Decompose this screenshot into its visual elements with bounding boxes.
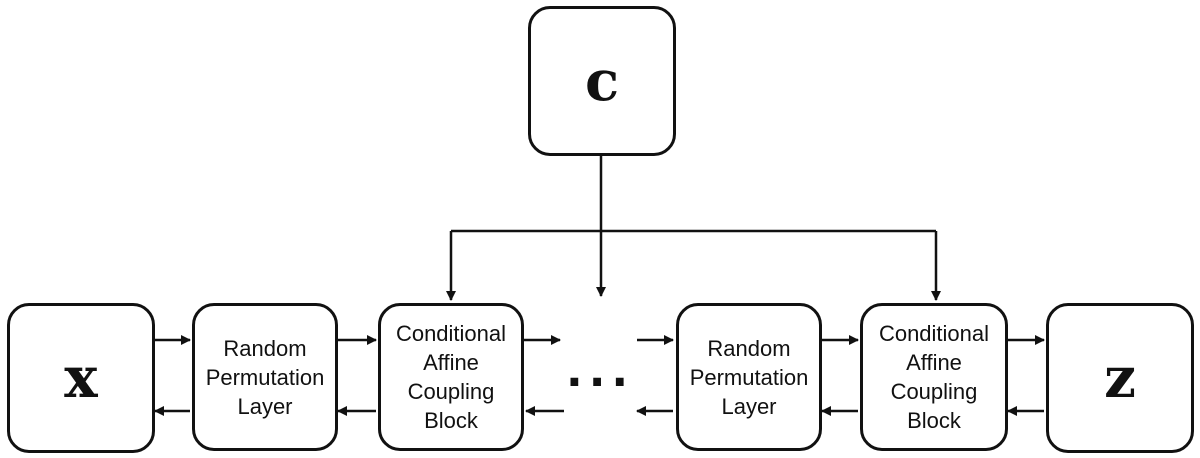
coupling-block-2-line-2: Affine <box>906 350 962 375</box>
coupling-block-1-line-4: Block <box>424 408 478 433</box>
random-permutation-layer-1: Random Permutation Layer <box>192 303 338 451</box>
condition-node: c <box>528 6 676 156</box>
permutation-layer-2-line-3: Layer <box>721 393 777 419</box>
random-permutation-layer-2: Random Permutation Layer <box>676 303 822 451</box>
coupling-block-2-line-1: Conditional <box>878 321 990 346</box>
condition-node-label: c <box>584 48 620 114</box>
coupling-block-2-line-4: Block <box>907 408 961 433</box>
permutation-layer-2-line-2: Permutation <box>689 364 809 390</box>
output-node-label: z <box>1104 345 1136 411</box>
permutation-layer-1-line-2: Permutation <box>205 364 325 390</box>
coupling-block-1-line-3: Coupling <box>407 379 495 404</box>
ellipsis: ... <box>566 346 635 397</box>
permutation-layer-1-line-1: Random <box>223 335 307 361</box>
output-node: z <box>1046 303 1194 453</box>
input-node-label: x <box>64 345 98 411</box>
coupling-block-1-line-2: Affine <box>423 350 479 375</box>
conditional-affine-coupling-block-2: Conditional Affine Coupling Block <box>860 303 1008 451</box>
permutation-layer-1-line-3: Layer <box>237 393 293 419</box>
coupling-block-2-line-3: Coupling <box>890 379 978 404</box>
input-node: x <box>7 303 155 453</box>
coupling-block-1-line-1: Conditional <box>395 321 507 346</box>
permutation-layer-2-line-1: Random <box>707 335 791 361</box>
conditional-affine-coupling-block-1: Conditional Affine Coupling Block <box>378 303 524 451</box>
